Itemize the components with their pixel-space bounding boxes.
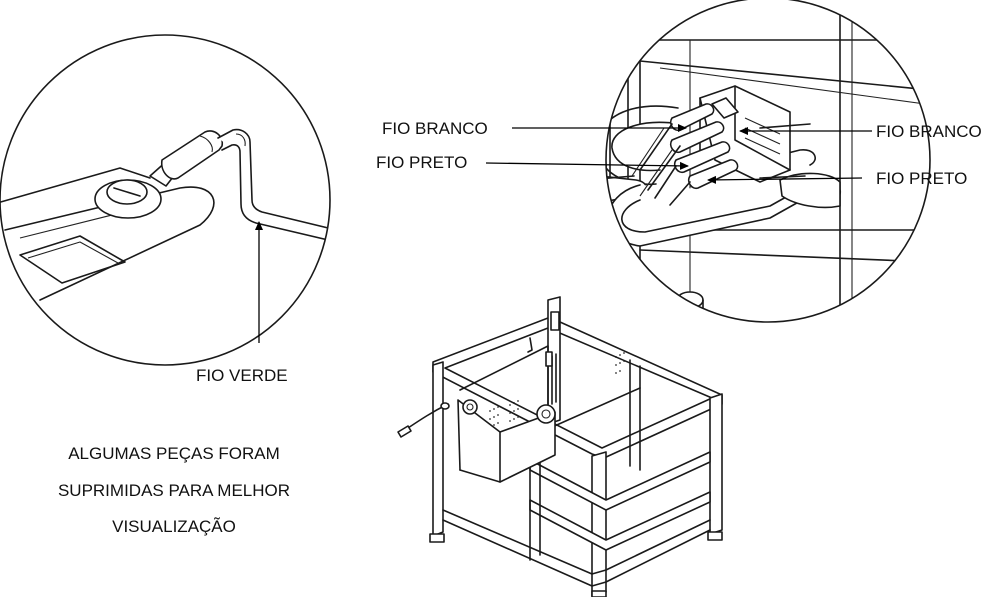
fio-branco-left-label: FIO BRANCO <box>382 119 488 138</box>
connector-detail <box>605 0 931 323</box>
note-line-1: ALGUMAS PEÇAS FORAM <box>68 444 280 463</box>
fio-branco-right-label: FIO BRANCO <box>876 122 982 141</box>
fio-preto-right-label: FIO PRETO <box>876 169 967 188</box>
note-line-2: SUPRIMIDAS PARA MELHOR <box>58 481 290 500</box>
detail-circle-left <box>0 34 331 366</box>
detail-circle-right <box>605 0 931 323</box>
fio-preto-left-label: FIO PRETO <box>376 153 467 172</box>
ground-wire-detail <box>0 34 331 366</box>
note: ALGUMAS PEÇAS FORAM SUPRIMIDAS PARA MELH… <box>58 444 290 536</box>
machine-assembly <box>397 296 723 597</box>
fio-preto-left-leader <box>485 161 689 170</box>
fio-verde-label: FIO VERDE <box>196 366 288 385</box>
note-line-3: VISUALIZAÇÃO <box>112 517 236 536</box>
fio-preto-right-leader <box>707 175 863 184</box>
